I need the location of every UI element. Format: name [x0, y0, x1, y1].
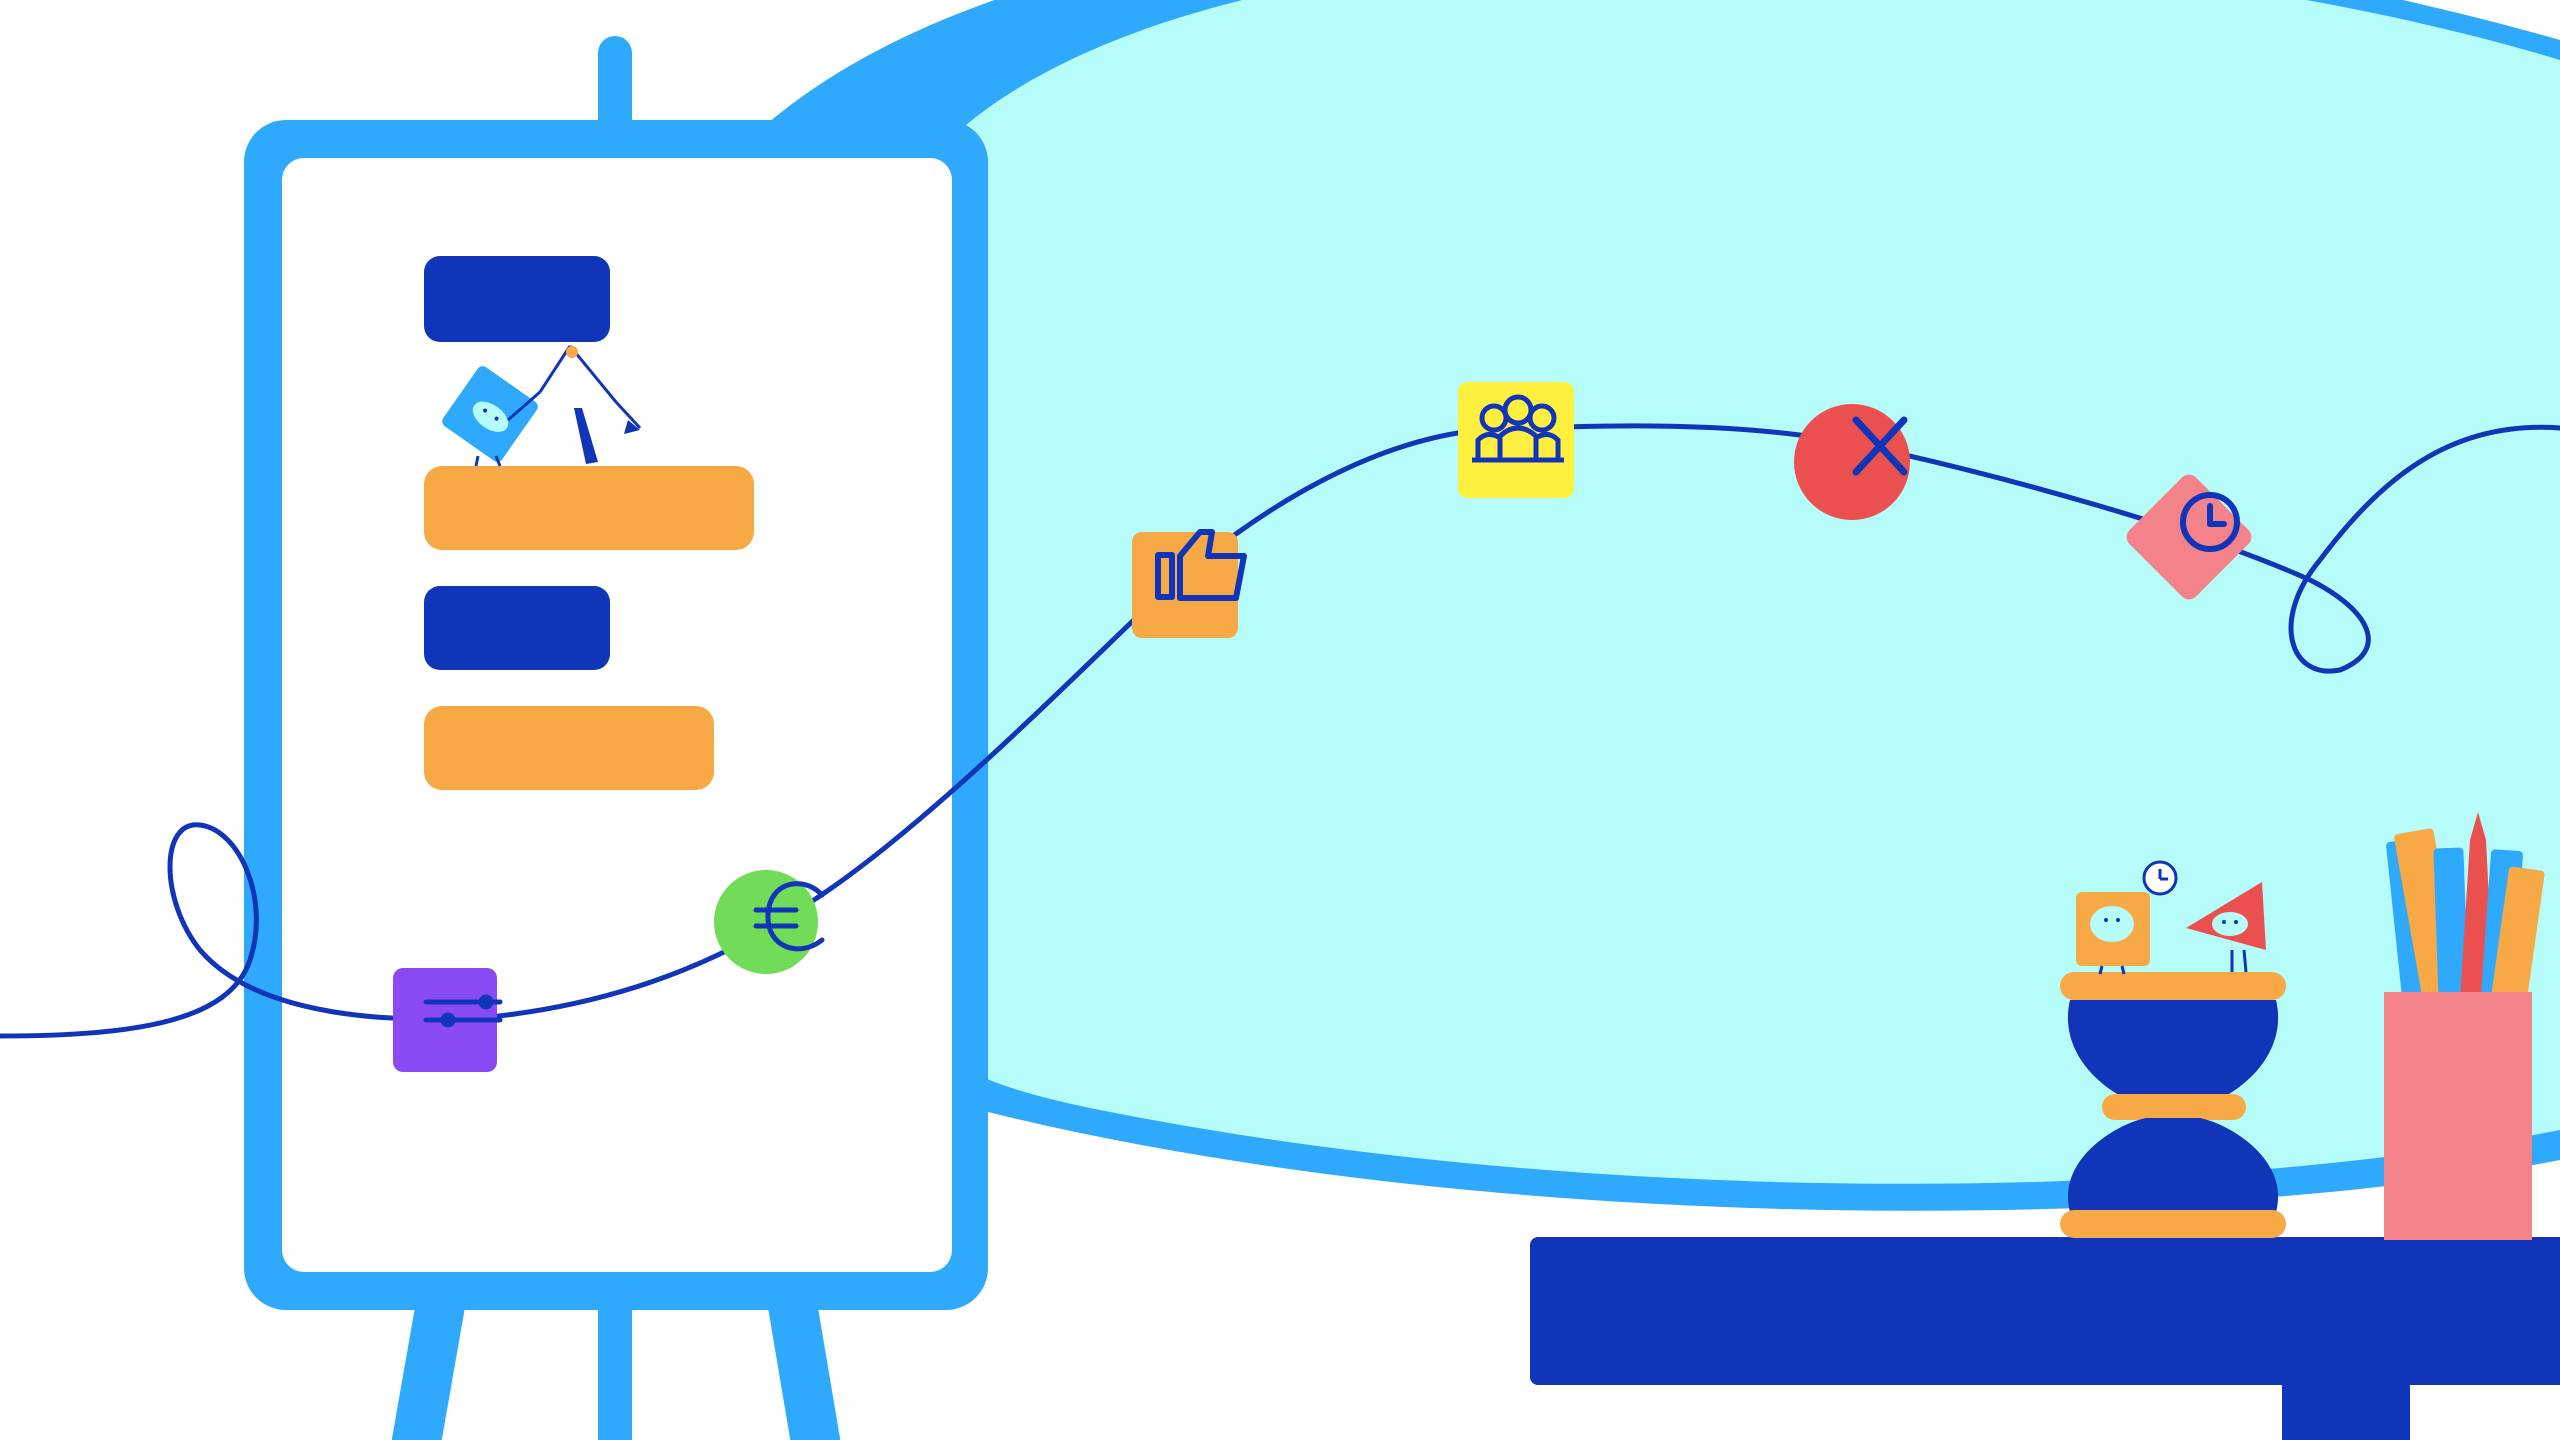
red-circle — [1794, 404, 1910, 520]
close-icon — [1852, 416, 1908, 476]
easel-leg-center — [598, 1290, 632, 1440]
orange-block — [424, 706, 714, 790]
journey-step-clock — [2126, 474, 2252, 600]
desk-leg — [2282, 1370, 2410, 1440]
thumbs-up-icon — [1155, 529, 1247, 601]
easel-leg-right — [765, 1290, 841, 1440]
orange-block — [424, 466, 754, 550]
journey-step-sliders — [393, 968, 503, 1072]
blue-diamond-character — [442, 345, 642, 467]
journey-step-close — [1794, 404, 1910, 520]
desk — [1530, 1237, 2560, 1440]
pencil-cup — [2384, 812, 2545, 1240]
easel-leg-left — [391, 1290, 468, 1440]
journey-step-group — [1458, 382, 1574, 498]
euro-icon — [753, 881, 825, 952]
sliders-icon — [423, 994, 503, 1028]
journey-step-thumbs-up — [1132, 529, 1247, 638]
navy-block — [424, 586, 610, 670]
red-triangle-character — [2186, 882, 2266, 973]
hourglass — [2060, 972, 2286, 1238]
journey-step-euro — [714, 870, 825, 974]
clock-icon — [2180, 492, 2240, 552]
desk-top — [1530, 1237, 2560, 1385]
navy-block — [424, 256, 610, 342]
orange-square-character — [2076, 860, 2178, 975]
easel-top-peg — [598, 36, 632, 146]
pulled-stick — [574, 408, 598, 464]
group-icon — [1472, 394, 1564, 463]
board-blocks — [424, 256, 754, 790]
clock-icon — [2142, 860, 2178, 896]
